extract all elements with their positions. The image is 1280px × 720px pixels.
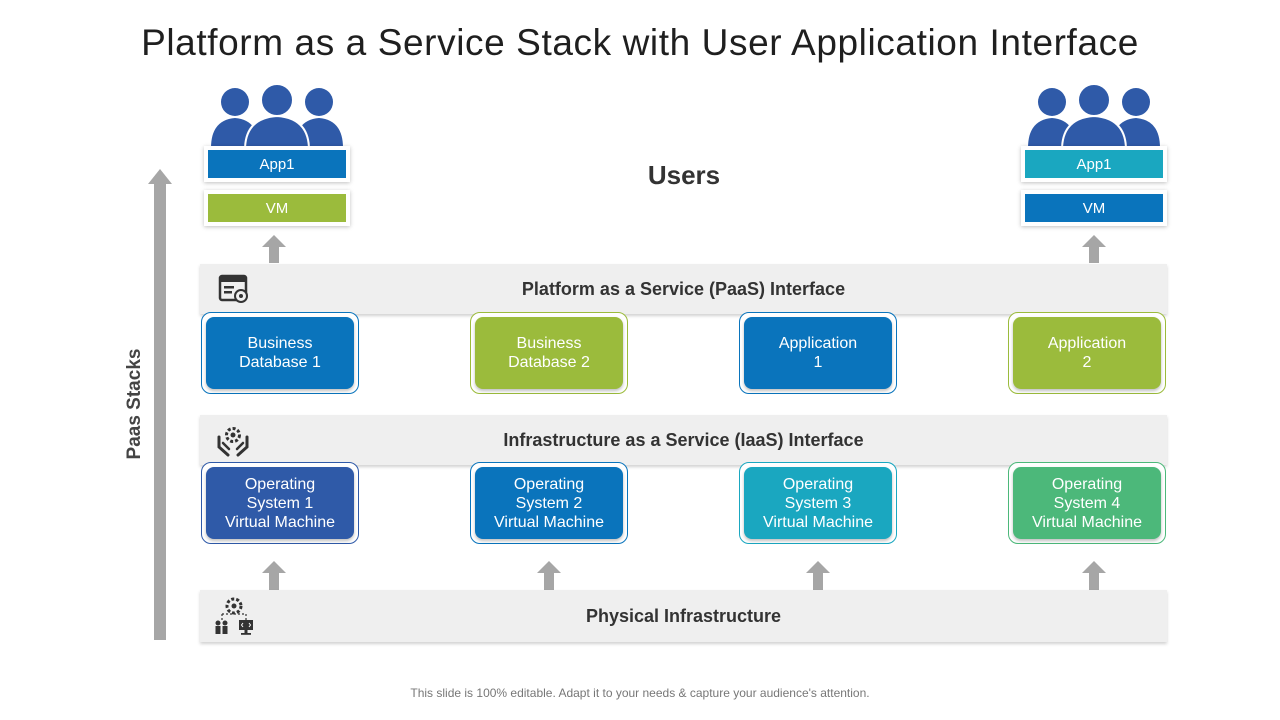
people-group-icon [1028, 84, 1160, 150]
up-arrow-icon [537, 561, 561, 599]
browser-settings-icon [218, 274, 248, 303]
iaas-box-1-label: Operating System 1 Virtual Machine [206, 467, 354, 539]
hands-gear-icon [217, 427, 249, 457]
footer-note: This slide is 100% editable. Adapt it to… [410, 686, 870, 700]
paas-box-2: Business Database 2 [470, 312, 628, 394]
iaas-band: Infrastructure as a Service (IaaS) Inter… [200, 415, 1167, 465]
paas-box-3: Application 1 [739, 312, 897, 394]
up-arrow-icon [262, 235, 286, 263]
network-infrastructure-icon [215, 597, 253, 635]
iaas-box-2-label: Operating System 2 Virtual Machine [475, 467, 623, 539]
user-group-right-bottom-bar: VM [1021, 190, 1167, 226]
users-label: Users [647, 160, 721, 190]
paas-box-1: Business Database 1 [201, 312, 359, 394]
paas-band: Platform as a Service (PaaS) Interface [200, 264, 1167, 314]
user-group-left-top-bar: App1 [204, 146, 350, 182]
paas-box-1-label: Business Database 1 [206, 317, 354, 389]
iaas-box-3: Operating System 3 Virtual Machine [739, 462, 897, 544]
axis-arrow-head [148, 169, 172, 184]
paas-box-4-label: Application 2 [1013, 317, 1161, 389]
axis-label: Paas Stacks [124, 348, 145, 460]
user-group-left: App1 VM [204, 84, 350, 230]
paas-box-2-label: Business Database 2 [475, 317, 623, 389]
user-group-right: App1 VM [1021, 84, 1167, 230]
iaas-box-3-label: Operating System 3 Virtual Machine [744, 467, 892, 539]
up-arrow-icon [262, 561, 286, 599]
physical-band: Physical Infrastructure [200, 590, 1167, 642]
iaas-box-2: Operating System 2 Virtual Machine [470, 462, 628, 544]
up-arrow-icon [1082, 235, 1106, 263]
iaas-box-4-label: Operating System 4 Virtual Machine [1013, 467, 1161, 539]
user-group-left-bottom-bar: VM [204, 190, 350, 226]
slide-title: Platform as a Service Stack with User Ap… [141, 22, 1139, 63]
people-group-icon [211, 84, 343, 150]
axis-arrow-shaft [154, 182, 166, 640]
user-group-right-top-bar: App1 [1021, 146, 1167, 182]
iaas-band-title: Infrastructure as a Service (IaaS) Inter… [503, 430, 864, 450]
physical-band-title: Physical Infrastructure [585, 606, 782, 626]
iaas-box-4: Operating System 4 Virtual Machine [1008, 462, 1166, 544]
up-arrow-icon [1082, 561, 1106, 599]
paas-box-4: Application 2 [1008, 312, 1166, 394]
paas-box-3-label: Application 1 [744, 317, 892, 389]
up-arrow-icon [806, 561, 830, 599]
paas-band-title: Platform as a Service (PaaS) Interface [521, 279, 846, 299]
iaas-box-1: Operating System 1 Virtual Machine [201, 462, 359, 544]
